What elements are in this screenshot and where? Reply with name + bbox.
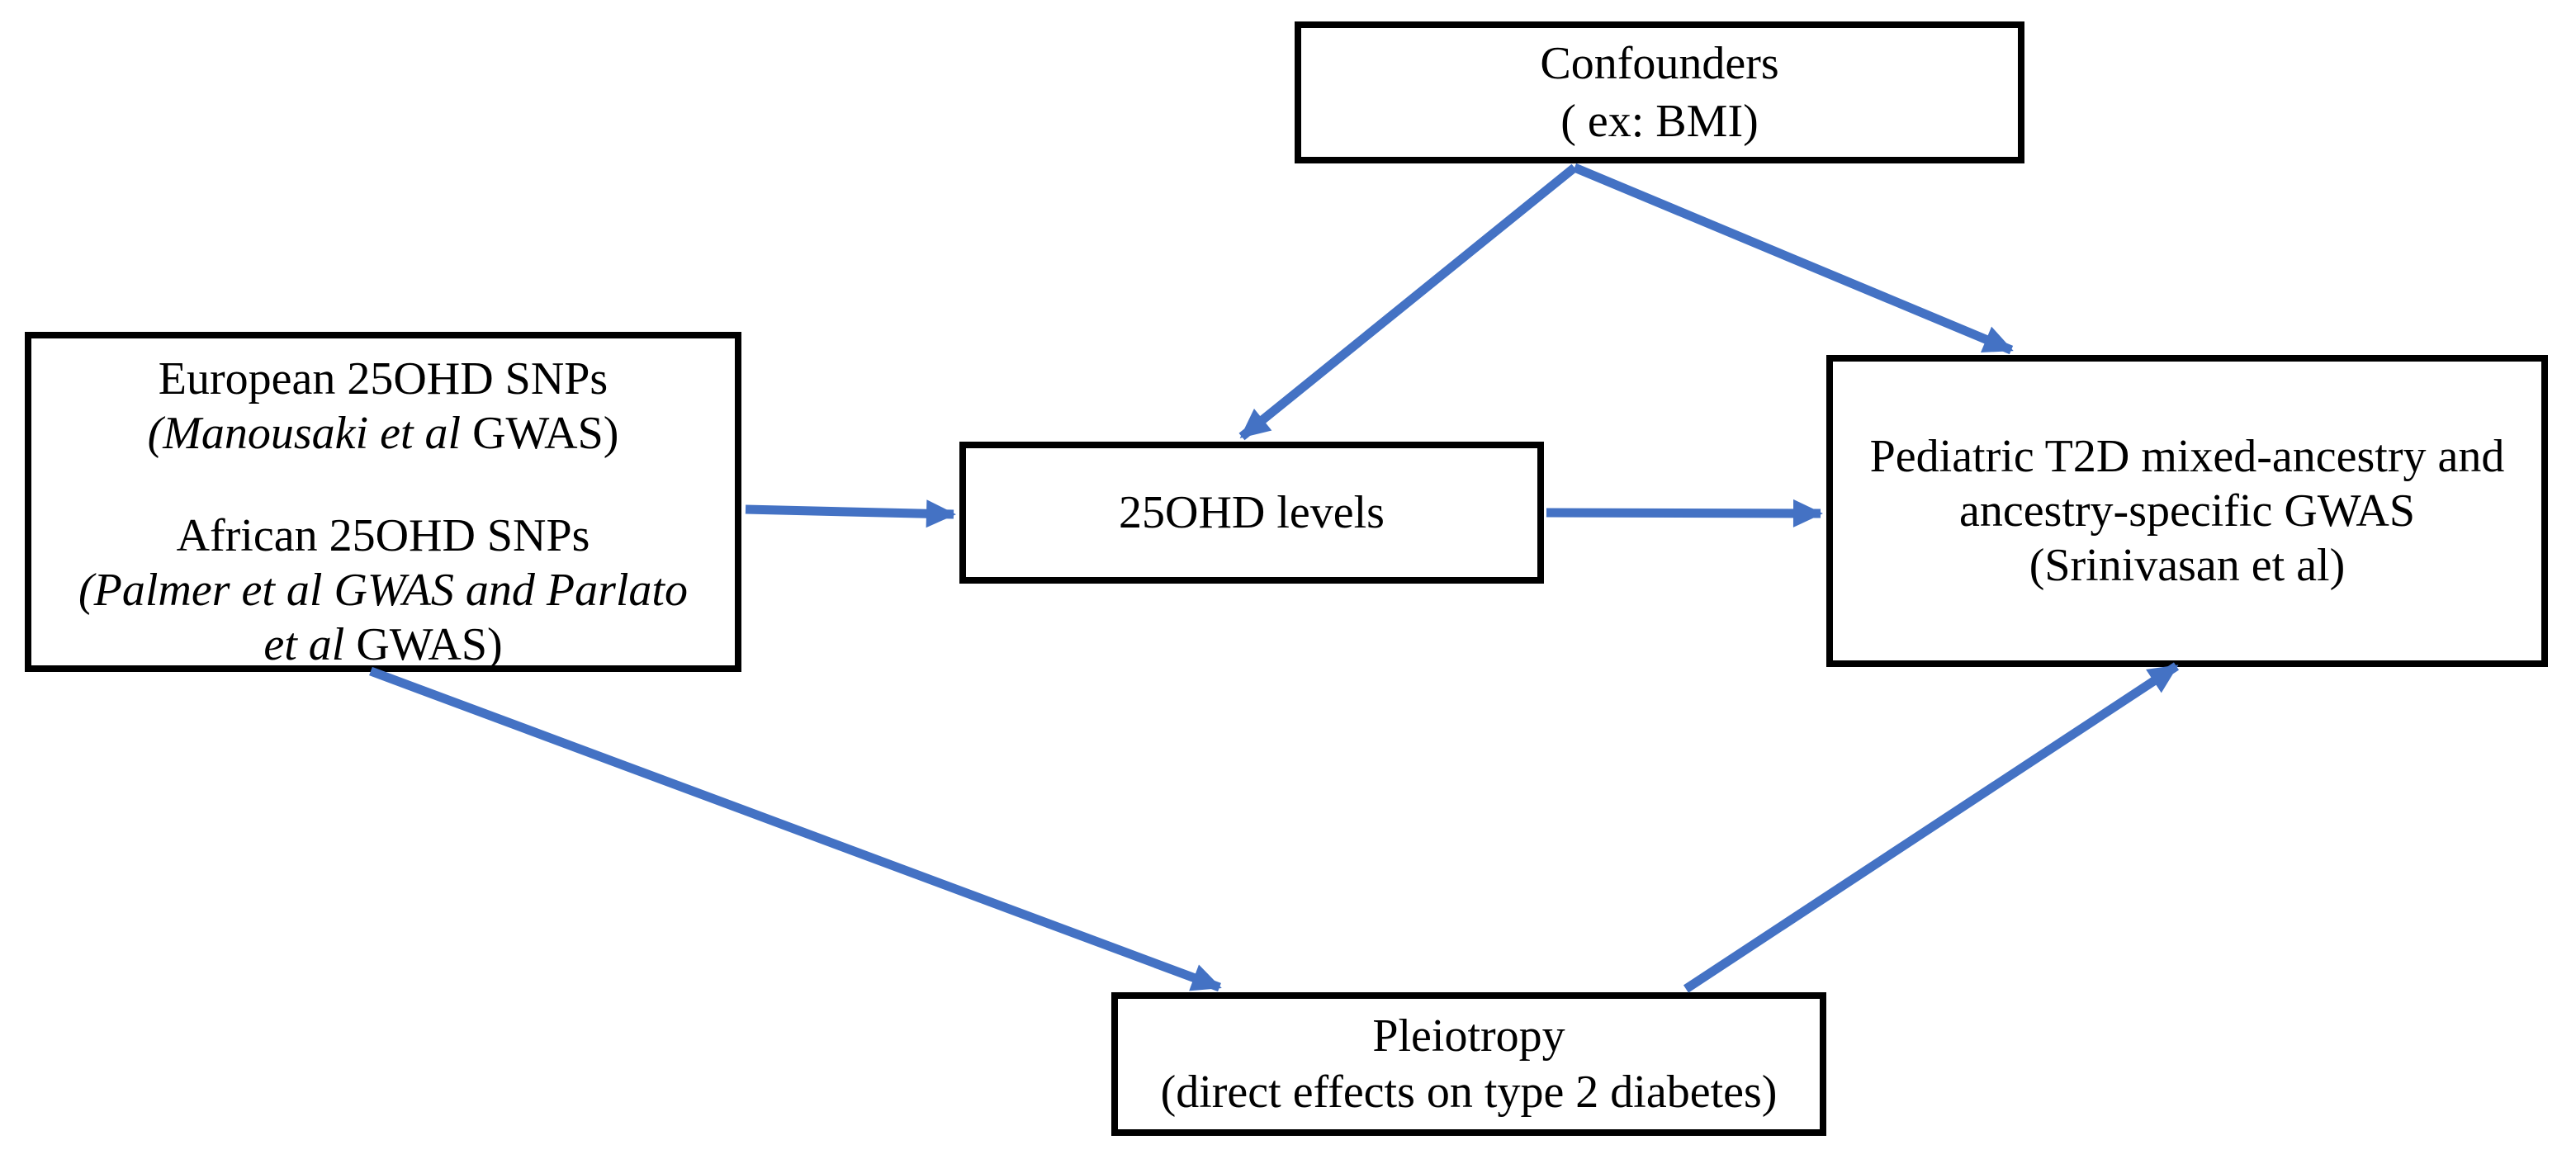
european-snps-label: European 25OHD SNPs <box>158 353 608 404</box>
pleiotropy-subtitle: (direct effects on type 2 diabetes) <box>1160 1067 1778 1118</box>
confounders-title: Confounders <box>1540 38 1779 89</box>
arrow-pleiotropy-to-outcome <box>1683 662 2180 993</box>
node-exposure: 25OHD levels <box>959 442 1544 584</box>
arrow-confounders-to-exposure <box>1238 163 1578 441</box>
node-outcome: Pediatric T2D mixed-ancestry and ancestr… <box>1826 355 2548 667</box>
outcome-line2: ancestry-specific GWAS <box>1958 485 2415 537</box>
arrow-confounders-to-outcome <box>1572 163 2014 355</box>
outcome-line1: Pediatric T2D mixed-ancestry and <box>1869 431 2505 482</box>
node-exposure-snps: European 25OHD SNPs (Manousaki et al GWA… <box>25 332 741 672</box>
exposure-label: 25OHD levels <box>1119 487 1385 538</box>
pleiotropy-title: Pleiotropy <box>1372 1010 1565 1062</box>
african-snps-label: African 25OHD SNPs <box>176 510 590 561</box>
arrow-snps-to-exposure <box>745 499 956 528</box>
confounders-example: ( ex: BMI) <box>1560 96 1759 147</box>
node-pleiotropy: Pleiotropy (direct effects on type 2 dia… <box>1111 992 1826 1136</box>
arrow-snps-to-pleiotropy <box>369 666 1222 992</box>
african-snps-citation-line1: (Palmer et al GWAS and Parlato <box>78 565 688 616</box>
spacer <box>31 461 735 509</box>
outcome-citation: (Srinivasan et al) <box>2029 540 2346 591</box>
african-snps-citation-line2: et al GWAS) <box>263 619 503 670</box>
node-confounders: Confounders ( ex: BMI) <box>1295 21 2024 163</box>
european-snps-citation: (Manousaki et al GWAS) <box>147 408 619 459</box>
